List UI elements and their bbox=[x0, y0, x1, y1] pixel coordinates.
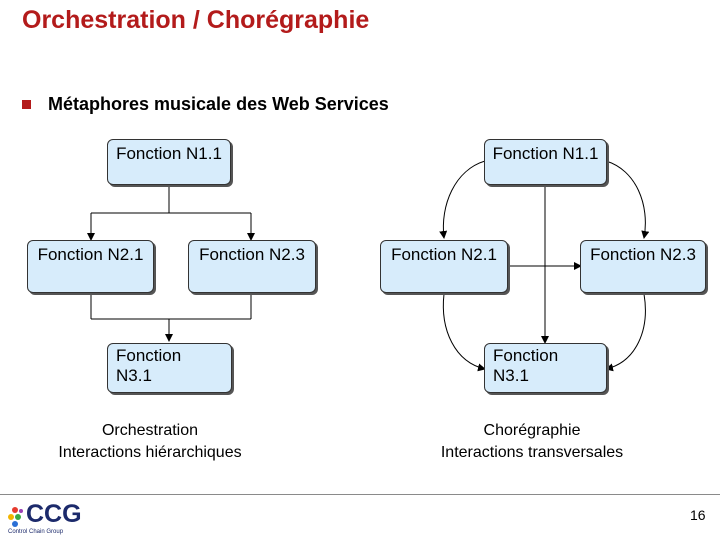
logo-mark-icon bbox=[8, 507, 23, 527]
right-caption: Chorégraphie Interactions transversales bbox=[440, 422, 624, 461]
choreography-connectors bbox=[439, 155, 650, 372]
curved-arrow bbox=[439, 155, 493, 239]
right-box-n2-3: Fonction N2.3 bbox=[580, 240, 706, 293]
logo-subtitle: Control Chain Group bbox=[8, 529, 64, 535]
bullet-square-icon bbox=[22, 100, 31, 109]
left-box-n3-1: Fonction N3.1 bbox=[107, 343, 232, 393]
left-box-n2-1: Fonction N2.1 bbox=[27, 240, 154, 293]
curved-arrow bbox=[598, 155, 650, 239]
bullet-text: Métaphores musicale des Web Services bbox=[48, 94, 389, 114]
left-box-n2-3: Fonction N2.3 bbox=[188, 240, 316, 293]
slide-title: Orchestration / Chorégraphie bbox=[22, 6, 370, 34]
right-box-n2-1: Fonction N2.1 bbox=[380, 240, 508, 293]
logo-text: CCG bbox=[26, 500, 82, 528]
left-caption: Orchestration Interactions hiérarchiques bbox=[58, 422, 242, 461]
right-box-n3-1: Fonction N3.1 bbox=[484, 343, 607, 393]
curved-arrow bbox=[440, 286, 486, 372]
footer-divider bbox=[0, 494, 720, 495]
page-number: 16 bbox=[690, 507, 706, 523]
ccg-logo: CCG Control Chain Group bbox=[6, 500, 82, 536]
orchestration-connectors bbox=[87, 186, 255, 342]
left-box-n1-1: Fonction N1.1 bbox=[107, 139, 231, 185]
right-box-n1-1: Fonction N1.1 bbox=[484, 139, 607, 185]
curved-arrow bbox=[605, 286, 647, 372]
bullet-item: Métaphores musicale des Web Services bbox=[22, 94, 389, 115]
